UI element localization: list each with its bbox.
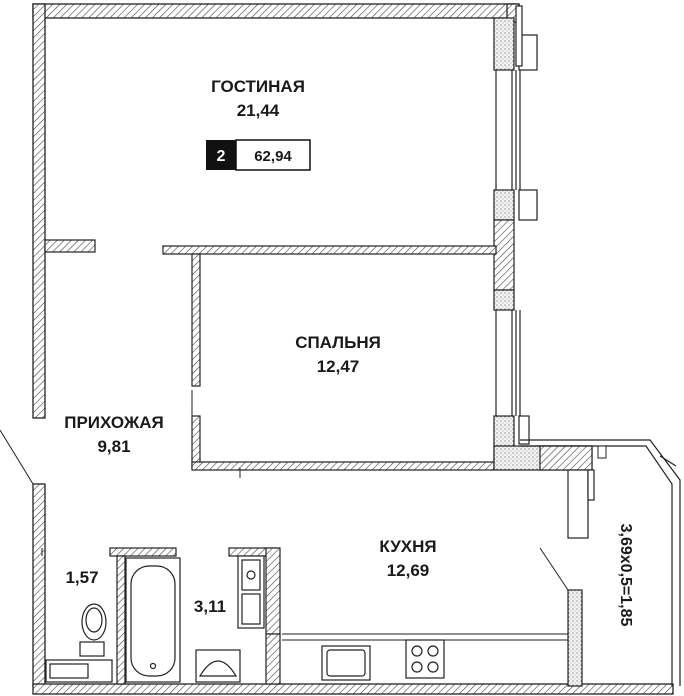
washing-machine — [237, 555, 265, 629]
hallway-name: ПРИХОЖАЯ — [64, 413, 164, 432]
hallway-area: 9,81 — [97, 437, 130, 456]
bathroom-area: 3,11 — [194, 597, 226, 616]
room-labels: ГОСТИНАЯ 21,44 СПАЛЬНЯ 12,47 ПРИХОЖАЯ 9,… — [64, 77, 634, 626]
bedroom-area: 12,47 — [317, 357, 360, 376]
balcony-formula: 3,69x0,5=1,85 — [617, 524, 634, 627]
living-room-area: 21,44 — [237, 101, 280, 120]
apartment-badge: 2 62,94 — [206, 139, 311, 171]
bedroom-name: СПАЛЬНЯ — [295, 333, 381, 352]
toilet-area: 1,57 — [65, 568, 98, 587]
stove — [405, 639, 445, 679]
badge-rooms: 2 — [217, 148, 226, 165]
balcony — [520, 439, 681, 686]
right-windows — [493, 5, 538, 467]
toilet — [79, 603, 107, 657]
kitchen-name: КУХНЯ — [379, 537, 436, 556]
small-sink — [45, 659, 113, 683]
kitchen-area: 12,69 — [387, 561, 430, 580]
living-room-name: ГОСТИНАЯ — [211, 77, 305, 96]
interior-walls — [44, 239, 593, 687]
washbasin — [195, 649, 241, 683]
radiator — [597, 445, 607, 459]
bathtub — [125, 557, 181, 683]
outer-walls — [32, 3, 674, 695]
kitchen-sink — [321, 645, 371, 681]
badge-total-area: 62,94 — [254, 148, 292, 165]
